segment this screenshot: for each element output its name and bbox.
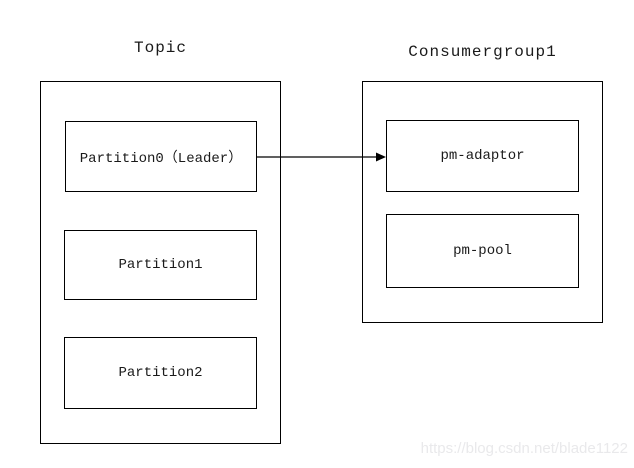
- node-partition0-leader: Partition0（Leader）: [65, 121, 257, 192]
- node-pm-pool: pm-pool: [386, 214, 579, 288]
- topic-group-title: Topic: [133, 39, 187, 57]
- node-partition1: Partition1: [64, 230, 257, 300]
- consumer-group-title: Consumergroup1: [408, 43, 557, 61]
- node-pm-adaptor: pm-adaptor: [386, 120, 579, 192]
- watermark-text: https://blog.csdn.net/blade1122: [420, 440, 628, 457]
- node-partition2: Partition2: [64, 337, 257, 409]
